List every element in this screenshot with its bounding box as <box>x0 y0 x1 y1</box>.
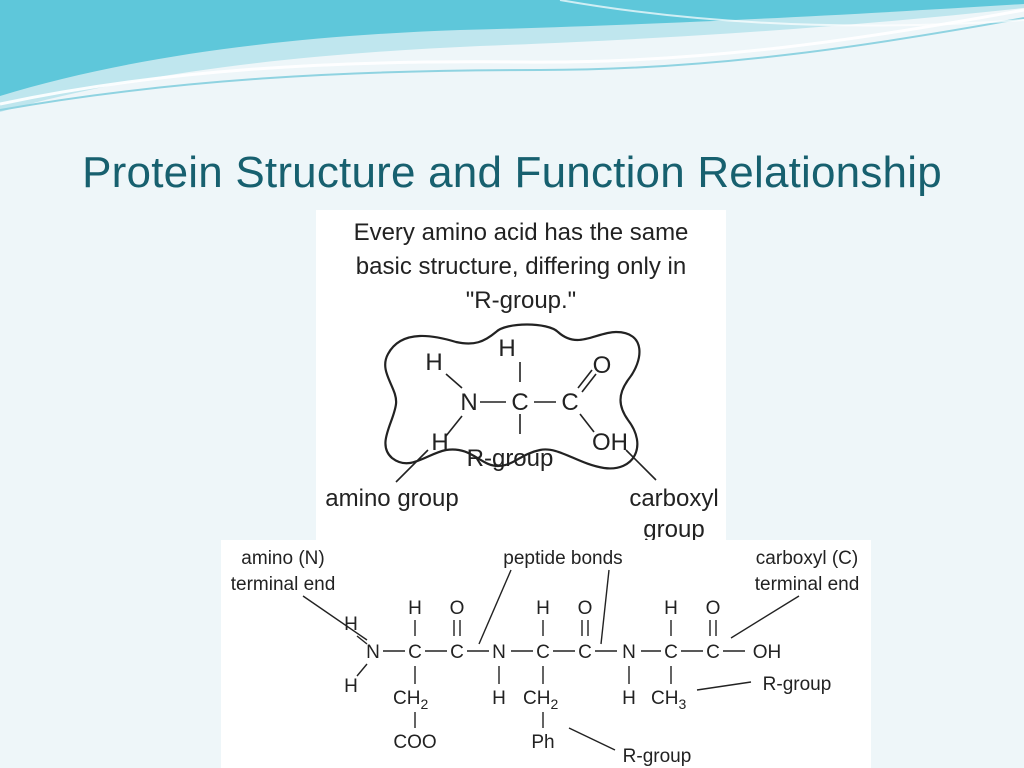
side-chain-ch3: CH3 <box>651 688 686 712</box>
atom-h-n2: H <box>492 688 506 709</box>
amino-group-pointer <box>395 449 429 483</box>
r-group-label: R-group <box>467 445 554 472</box>
caption-line-1: Every amino acid has the same <box>353 219 689 246</box>
peptide-diagram: amino (N) terminal end peptide bonds car… <box>231 548 860 767</box>
atom-oh-terminal: OH <box>753 642 782 663</box>
atom-o1: O <box>450 598 465 619</box>
amino-acid-diagram: H H N C C O OH H R-group amino group car… <box>325 323 719 543</box>
amino-group-label: amino group <box>325 485 458 512</box>
atom-c1: C <box>408 642 422 663</box>
header-wave-decoration <box>0 0 1024 112</box>
atom-h-n1-bottom: H <box>344 676 358 697</box>
ch2-1-main: CH <box>393 688 420 709</box>
atom-o: O <box>593 352 612 379</box>
molecule-outline <box>384 323 641 470</box>
atom-h-n3: H <box>622 688 636 709</box>
atom-c3b: C <box>706 642 720 663</box>
ch2-2-subscript: 2 <box>550 696 558 712</box>
c-terminal-label-line2: terminal end <box>755 574 860 595</box>
peptide-pointers <box>302 569 800 751</box>
ch2-1-subscript: 2 <box>420 696 428 712</box>
atom-c3: C <box>664 642 678 663</box>
atom-c-carbonyl: C <box>561 389 578 416</box>
peptide-bonds-label: peptide bonds <box>503 548 622 569</box>
r-group-label-2: R-group <box>623 746 692 767</box>
peptide-chain-figure: amino (N) terminal end peptide bonds car… <box>221 540 871 768</box>
atom-h-left-bottom: H <box>431 429 448 456</box>
atom-n2: N <box>492 642 506 663</box>
caption-line-2: basic structure, differing only in <box>355 253 687 280</box>
atom-h2: H <box>536 598 550 619</box>
ch2-2-main: CH <box>523 688 550 709</box>
side-chain-ch2-2: CH2 <box>523 688 558 712</box>
atom-n: N <box>460 389 477 416</box>
atom-c1b: C <box>450 642 464 663</box>
side-chain-coo: COO <box>393 732 436 753</box>
amino-acid-caption: Every amino acid has the same basic stru… <box>316 216 726 318</box>
c-terminal-label-line1: carboxyl (C) <box>756 548 858 569</box>
slide-title: Protein Structure and Function Relations… <box>82 148 942 197</box>
atom-c-alpha: C <box>511 389 528 416</box>
atom-c2b: C <box>578 642 592 663</box>
atom-n3: N <box>622 642 636 663</box>
atom-n1: N <box>366 642 380 663</box>
side-chain-ch2-1: CH2 <box>393 688 428 712</box>
ch3-subscript: 3 <box>678 696 686 712</box>
atom-oh: OH <box>592 429 628 456</box>
bonds <box>445 362 597 437</box>
atom-h-left-top: H <box>425 349 442 376</box>
atom-o3: O <box>706 598 721 619</box>
n-terminal-label-line1: amino (N) <box>241 548 324 569</box>
atom-h3: H <box>664 598 678 619</box>
atom-c2: C <box>536 642 550 663</box>
atom-h-top: H <box>498 335 515 362</box>
side-chain-ph: Ph <box>531 732 554 753</box>
r-group-label-1: R-group <box>763 674 832 695</box>
ch3-main: CH <box>651 688 678 709</box>
atom-h1: H <box>408 598 422 619</box>
amino-acid-structure-figure: Every amino acid has the same basic stru… <box>316 210 726 543</box>
atom-h-n1-top: H <box>344 614 358 635</box>
n-terminal-label-line2: terminal end <box>231 574 336 595</box>
peptide-bonds-lines <box>356 620 745 728</box>
atom-o2: O <box>578 598 593 619</box>
carboxyl-group-label-line2: group <box>643 516 704 543</box>
caption-line-3: "R-group." <box>465 287 577 314</box>
carboxyl-group-label-line1: carboxyl <box>629 485 718 512</box>
carboxyl-group-pointer <box>625 449 657 481</box>
